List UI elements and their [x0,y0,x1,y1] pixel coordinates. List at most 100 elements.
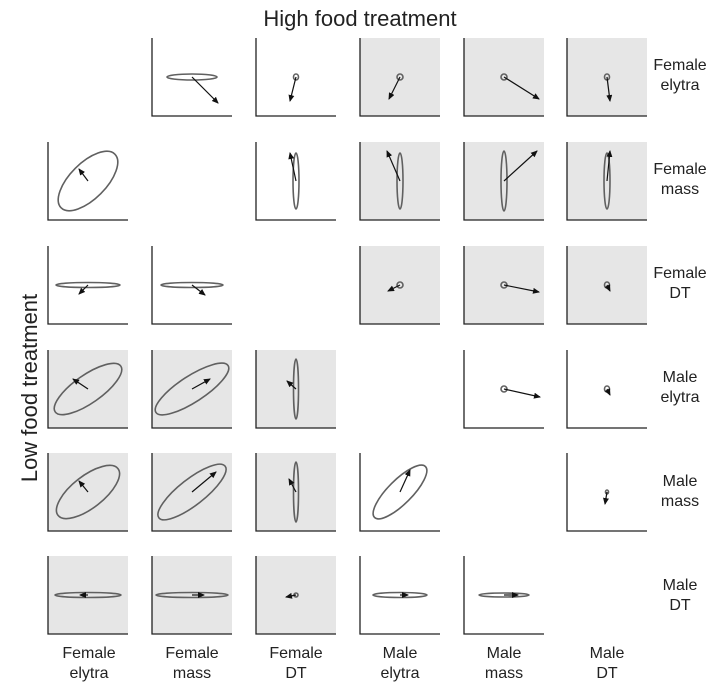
selection-arrow [606,76,613,102]
selection-arrow [603,491,609,505]
covariance-ellipse [292,152,300,210]
panel-axes [47,453,128,532]
panel-axes [463,556,544,635]
covariance-ellipse [292,461,300,523]
panel-female-dt-vs-female-mass [151,246,232,325]
panel-axes [463,38,544,117]
selection-arrow [503,388,541,399]
selection-arrow [606,150,613,182]
panel-male-mass-vs-female-mass [151,453,232,532]
panel-female-mass-vs-male-mass [463,142,544,221]
covariance-ellipse [166,73,218,81]
panel-female-elytra-vs-female-dt [255,38,336,117]
covariance-ellipse [54,591,122,599]
panel-axes [47,350,128,429]
selection-arrow [388,76,401,100]
panel-axes [566,246,647,325]
covariance-ellipse [160,281,224,289]
panel-axes [255,556,336,635]
covariance-ellipse [292,358,300,420]
col-label-female-dt: Female DT [269,645,323,682]
col-label-male-elytra: Male elytra [380,645,420,682]
covariance-ellipse [372,464,428,520]
selection-arrow [288,478,297,493]
selection-arrow [285,592,297,599]
panel-male-elytra-vs-male-mass [463,350,544,429]
selection-arrow [503,150,538,182]
panel-axes [47,556,128,635]
panel-female-dt-vs-male-mass [463,246,544,325]
selection-arrow [288,76,297,102]
col-label-female-elytra: Female elytra [62,645,116,682]
panel-male-elytra-vs-female-elytra [47,350,128,429]
panel-male-dt-vs-male-elytra [359,556,440,635]
selection-arrow [78,168,89,182]
row-label-female-dt: Female DT [653,265,707,302]
row-label-male-dt: Male DT [662,577,698,614]
panel-male-mass-vs-male-dt [566,453,647,532]
selection-arrow [387,284,401,292]
row-label-male-mass: Male mass [660,473,700,510]
covariance-ellipse [55,281,121,289]
panel-male-dt-vs-female-mass [151,556,232,635]
covariance-ellipse [154,362,230,416]
covariance-ellipse [478,592,530,598]
covariance-ellipse [372,591,428,599]
selection-arrow [503,76,540,100]
covariance-ellipse [500,385,508,393]
panel-male-dt-vs-male-mass [463,556,544,635]
selection-arrow [78,480,89,493]
covariance-ellipse [396,73,404,81]
panel-axes [151,453,232,532]
panel-male-dt-vs-female-dt [255,556,336,635]
col-label-male-mass: Male mass [484,645,524,682]
col-label-male-dt: Male DT [589,645,625,682]
panel-axes [255,350,336,429]
panel-female-elytra-vs-male-mass [463,38,544,117]
selection-arrow [604,388,611,396]
selection-arrow [399,469,411,493]
selection-arrow [191,378,211,390]
panel-axes [463,142,544,221]
covariance-ellipse [292,73,300,81]
panel-male-elytra-vs-female-dt [255,350,336,429]
panel-female-dt-vs-female-elytra [47,246,128,325]
row-label-female-elytra: Female elytra [653,57,707,94]
panel-axes [359,142,440,221]
selection-arrow [386,150,401,182]
panel-female-elytra-vs-female-mass [151,38,232,117]
panel-male-dt-vs-female-elytra [47,556,128,635]
selection-arrow [72,378,89,390]
selection-arrow [503,284,540,294]
panel-axes [566,350,647,429]
covariance-ellipse [55,464,121,520]
panel-male-mass-vs-female-elytra [47,453,128,532]
row-label-female-mass: Female mass [653,161,707,198]
panel-axes [463,350,544,429]
covariance-ellipse [500,73,508,81]
panel-female-mass-vs-female-elytra [47,142,128,221]
panel-axes [566,453,647,532]
panel-axes [151,350,232,429]
panel-axes [359,38,440,117]
panel-axes [47,246,128,325]
panel-axes [359,246,440,325]
row-label-male-elytra: Male elytra [660,369,700,406]
covariance-ellipse [500,150,508,212]
selection-arrow [286,380,297,390]
covariance-ellipse [396,281,404,289]
panel-axes [359,453,440,532]
selection-arrow [288,152,297,182]
panel-axes [255,453,336,532]
covariance-ellipse [155,591,229,599]
panel-female-elytra-vs-male-dt [566,38,647,117]
top-title: High food treatment [263,6,457,31]
panel-axes [255,38,336,117]
panel-male-mass-vs-female-dt [255,453,336,532]
selection-arrow [191,76,219,104]
panel-female-dt-vs-male-elytra [359,246,440,325]
panel-axes [359,556,440,635]
panel-female-elytra-vs-male-elytra [359,38,440,117]
